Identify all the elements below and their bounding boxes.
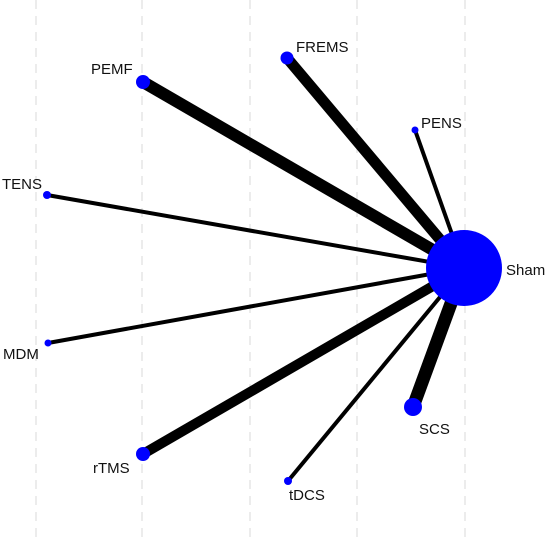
node-frems — [280, 51, 294, 65]
edge-rtms-sham — [140, 263, 467, 459]
node-pemf — [136, 75, 150, 89]
node-tens — [43, 191, 51, 199]
node-scs — [404, 398, 422, 416]
edge-tdcs-sham — [286, 266, 466, 483]
nodes: Sham PEMF FREMS PENS TENS MDM rTMS tDCS SCS — [2, 39, 545, 504]
node-label-tdcs: tDCS — [289, 487, 325, 504]
edge-frems-sham — [282, 54, 469, 272]
node-rtms — [136, 447, 150, 461]
node-label-scs: SCS — [419, 421, 450, 438]
edges — [46, 54, 471, 483]
node-label-frems: FREMS — [296, 39, 349, 56]
edge-tens-sham — [46, 193, 465, 270]
node-mdm — [44, 339, 52, 347]
node-label-pens: PENS — [421, 115, 462, 132]
node-label-tens: TENS — [2, 176, 42, 193]
node-sham — [426, 230, 502, 306]
node-label-sham: Sham — [506, 262, 545, 279]
node-label-pemf: PEMF — [91, 61, 133, 78]
node-label-rtms: rTMS — [93, 460, 130, 477]
edge-mdm-sham — [47, 266, 465, 345]
node-label-mdm: MDM — [3, 346, 39, 363]
node-tdcs — [284, 477, 292, 485]
node-pens — [411, 126, 419, 134]
edge-pemf-sham — [139, 76, 468, 274]
